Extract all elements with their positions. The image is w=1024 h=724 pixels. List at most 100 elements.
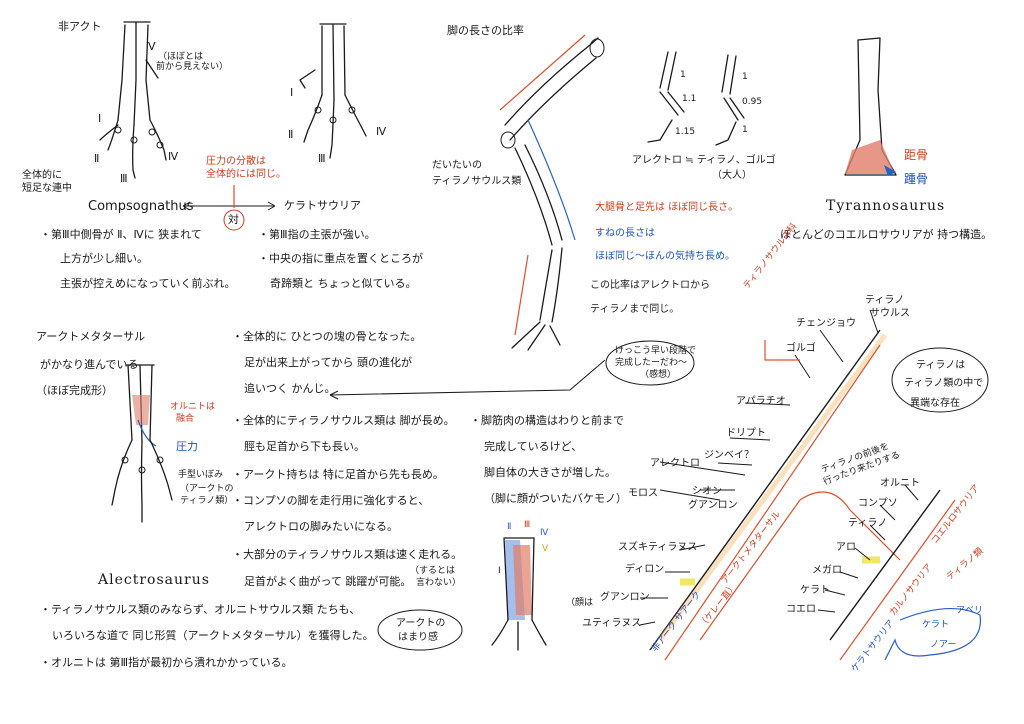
ratio-1-1: 1.1 [682,94,697,104]
bubble-text-2: 完成したーだわ〜 [615,358,688,368]
arcto-note-1: がかなり進んでいる [40,358,139,371]
mt1-label: Ⅰ [98,112,102,125]
arcto-bullet-4: 脛も足首から下も長い。 [244,440,365,453]
mt2-label: Ⅱ [94,152,100,165]
mid-bubble-1: アークトの [396,618,446,629]
vs-label: 対 [228,213,239,226]
clade-tyranno-r: ティラノ [848,518,888,529]
clade-tyranno: ティラノ [865,295,905,306]
bottom-bullet-1: いろいろな道で 同じ形質（アークトメタターサル）を獲得した。 [52,629,374,642]
hand-shaped-2: （アークトの [180,484,234,494]
cera-mt3-label: Ⅲ [318,152,326,165]
clade-guanlong: グアンロン [600,592,650,603]
clade-guanlong-mark: （顔は [566,598,594,608]
clade-moros: モロス [628,488,658,499]
bubble-text-1: けっこう早い段階で [615,346,697,356]
tyranno-bubble-2: ティラノ類の中で [904,378,984,389]
arcto-bullet-8: ・大部分のティラノサウルス類は速く走れる。 [232,548,463,561]
clade-dilong: ディロン [625,564,665,575]
non-arcto-title: 非アクト [58,20,102,33]
tyrannosaurus-tibia-drawing [844,37,897,176]
small-leg-diagrams [647,51,745,146]
tyranno-bubble-1: ティラノは [916,360,966,371]
arcto-bullet-9: 足首がよく曲がって 跳躍が可能。 [244,575,412,588]
clade-sino-2: グアンロン [688,500,738,511]
cera-mt2-label: Ⅱ [288,128,294,141]
cladogram-drawing [639,309,989,661]
pressure-label: 圧力 [176,440,198,453]
bubble-shape-2 [377,609,463,651]
cera-bubble-3: ノアー [930,640,957,650]
tyrannosaurus-caption: ほとんどのコエルロサウリアが 持つ構造。 [780,228,993,241]
ornith-fused-2: 融合 [176,414,195,424]
clade-sino-1: シオン [692,486,722,497]
mt5-note-1: （ほぼとは [158,52,204,62]
compsognathus-foot-drawing [99,21,167,179]
tyranno-bubble-3: 異端な存在 [910,398,960,409]
cera-mt1-label: Ⅰ [290,86,294,99]
clade-allo: アロ [836,542,856,553]
whole-body-1: 全体的に [22,170,62,181]
tyranno-leg-label-2: ティラノサウルス類 [432,176,522,187]
muscle-bullet-3: （脚に顔がついたバケモノ） [484,492,627,505]
tyrannosaur-leg-drawing [499,34,605,351]
arcto-bullet-1: 足が出来上がってから 頭の進化が [244,356,412,369]
mid-bubble-2: はまり感 [398,632,438,643]
bubble-shape-1 [605,340,695,386]
compy-bullet-1b: 上方が少し細い。 [60,252,148,265]
arcto-bullet-5: ・アークト持ちは 特に足首から先も長め。 [232,468,444,481]
muscle-bullet-0: ・脚筋肉の構造はわりと前まで [470,414,624,427]
mt5-label: Ⅴ [148,40,156,53]
alectro-eq-label: アレクトロ ≒ ティラノ、ゴルゴ [632,155,776,166]
mt3-label: Ⅲ [120,172,128,185]
muscle-bullet-1: 完成しているけど、 [484,440,583,453]
cera-bubble-2: アベリ [956,606,983,616]
mid-foot-V: Ⅴ [542,544,549,554]
mid-foot-I: Ⅰ [498,566,501,576]
mt4-label: Ⅳ [168,150,179,163]
clade-zhucheng: チェンジョウ [796,318,856,329]
ratio-1a: 1 [680,70,686,80]
astragalus-label: 距骨 [904,148,929,162]
ratio-1-15: 1.15 [675,127,696,137]
clade-yutyrannus: ユティラヌス [582,618,642,629]
cera-mt4-label: Ⅳ [376,125,387,138]
compy-bullet-1c: 主張が控えめになっていく前ぶれ。 [60,277,236,290]
compsognathus-label: Compsognathus [88,199,194,214]
ratio-1b: 1 [742,72,748,82]
mid-foot-II: Ⅱ [507,522,512,532]
muscle-bullet-2: 脚自体の大きさが増した。 [484,466,616,479]
tyrannosaurus-title: Tyrannosaurus [826,198,946,214]
arcto-bullet-0: ・全体的に ひとつの塊の骨となった。 [232,330,422,343]
calcaneum-label: 踵骨 [904,172,929,186]
hand-shaped-1: 手型いぼみ [178,470,224,480]
arcto-note-2: （ほぼ完成形） [36,384,113,397]
arcto-bullet-6: ・コンプソの脚を走行用に強化すると、 [232,494,430,507]
shin-length-note: すねの長さは [595,228,655,239]
clade-tyranno-2: サウルス [870,308,910,319]
ratio-1c: 1 [742,125,748,135]
clade-gorgo: ゴルゴ [786,343,816,354]
leg-ratio-title: 脚の長さの比率 [447,24,524,37]
cera-bullet-1: ・第Ⅲ指の主張が強い。 [258,228,376,241]
clade-compsognathidae: コンプソ [858,498,898,509]
ceratosauria-foot-drawing [299,23,367,159]
ratio-note-1: この比率はアレクトロから [590,280,710,291]
cera-bullet-2: ・中央の指に重点を置くところが [258,252,423,265]
hand-shaped-3: ティラノ類） [180,496,234,506]
clade-coelo: コエロ [786,604,816,615]
ratio-note-2: ティラノまで同じ。 [590,304,680,315]
jump-note-2: 言わない） [416,578,462,588]
arcto-bullet-2: 追いつく かんじ。 [244,382,336,395]
ratio-0-95: 0.95 [742,97,763,107]
clade-cerat: ケラト [800,585,830,596]
arcto-title: アークトメタターサル [36,330,146,343]
pressure-note-2: 全体的には同じ。 [206,169,286,180]
pressure-note-1: 圧力の分散は [206,156,266,167]
femur-foot-note: 大腿骨と足先は ほぼ同じ長さ。 [595,202,739,213]
compy-bullet-1: ・第Ⅲ中側骨が Ⅱ、Ⅳに 狭まれて [40,228,202,241]
ceratosauria-label: ケラトサウリア [284,199,361,212]
whole-body-2: 短足な連中 [22,183,72,194]
arcto-bullet-7: アレクトロの脚みたいになる。 [244,520,398,533]
